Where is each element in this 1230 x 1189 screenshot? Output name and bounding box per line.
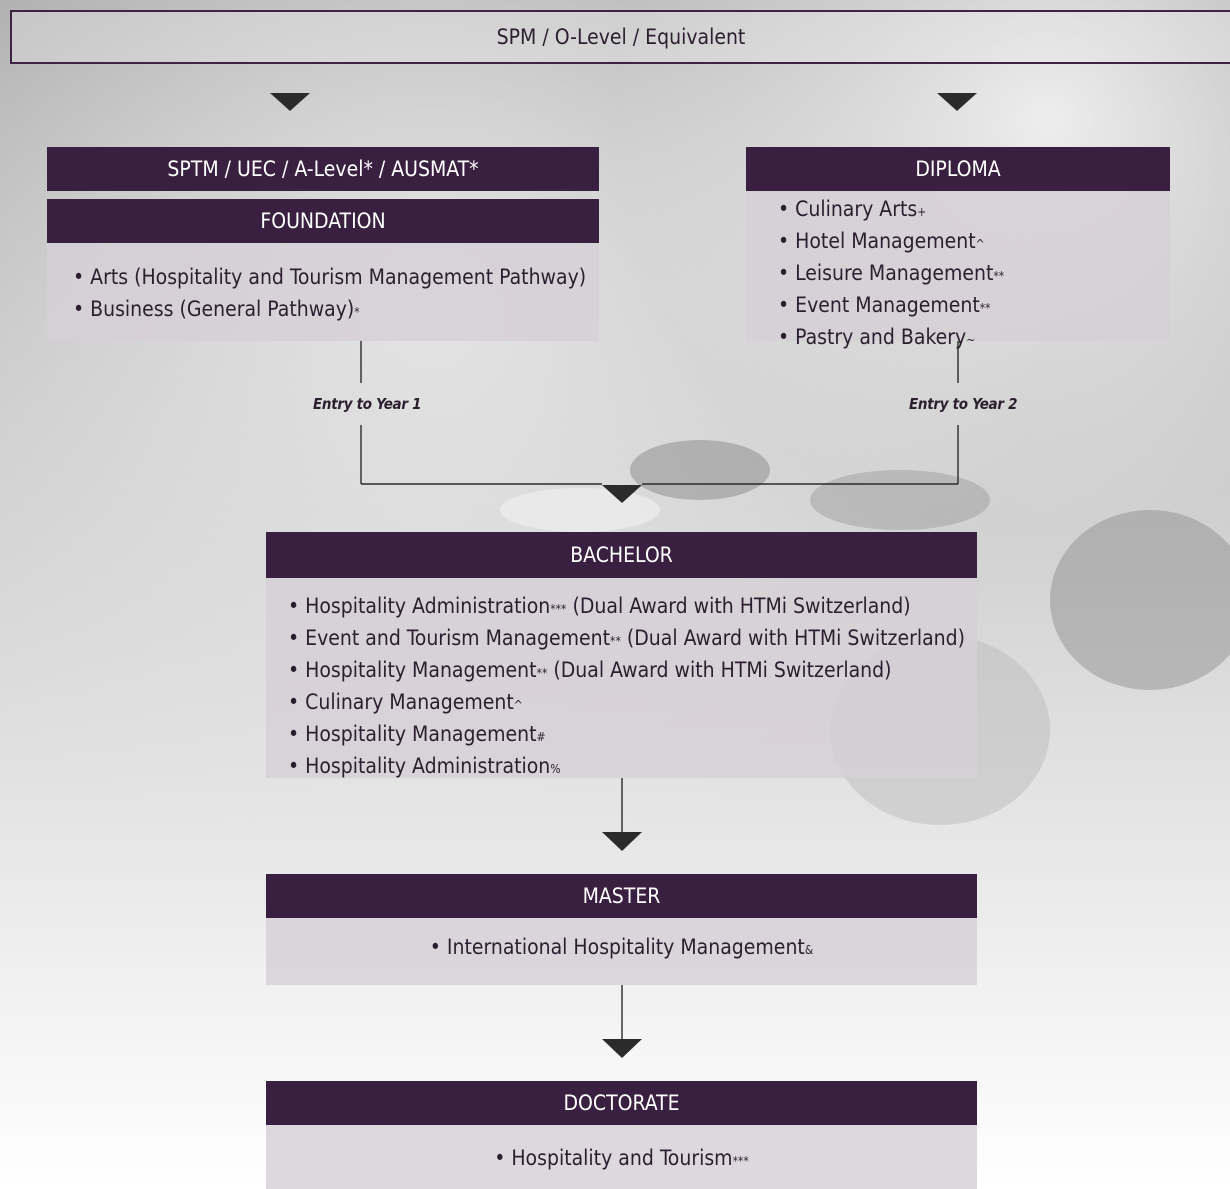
list-item: • Hospitality and Tourism***	[494, 1146, 749, 1170]
list-item: • Business (General Pathway)*	[73, 297, 360, 321]
list-item: • Culinary Management^	[288, 690, 523, 714]
foundation-header: FOUNDATION	[47, 199, 599, 243]
diploma-title: DIPLOMA	[915, 157, 1001, 181]
master-panel: • International Hospitality Management&	[266, 918, 977, 985]
list-item: • Pastry and Bakery~	[778, 325, 976, 349]
bachelor-header: BACHELOR	[266, 532, 977, 578]
list-item: • Hospitality Management** (Dual Award w…	[288, 658, 892, 682]
list-item: • Leisure Management**	[778, 261, 1005, 285]
entry-year-1-label: Entry to Year 1	[313, 395, 422, 413]
list-item: • International Hospitality Management&	[429, 935, 814, 959]
doctorate-header: DOCTORATE	[266, 1081, 977, 1125]
list-item: • Hotel Management^	[778, 229, 985, 253]
list-item: • Hospitality Administration%	[288, 754, 561, 778]
master-header: MASTER	[266, 874, 977, 918]
list-item: • Arts (Hospitality and Tourism Manageme…	[73, 265, 587, 289]
entry-level-bar: SPM / O-Level / Equivalent	[10, 10, 1230, 64]
doctorate-title: DOCTORATE	[563, 1091, 680, 1115]
prerequisite-label: SPTM / UEC / A-Level* / AUSMAT*	[167, 157, 479, 181]
list-item: • Event and Tourism Management** (Dual A…	[288, 626, 966, 650]
list-item: • Culinary Arts+	[778, 197, 927, 221]
prerequisite-header: SPTM / UEC / A-Level* / AUSMAT*	[47, 147, 599, 191]
master-title: MASTER	[582, 884, 661, 908]
doctorate-panel: • Hospitality and Tourism***	[266, 1125, 977, 1189]
diploma-panel: • Culinary Arts+ • Hotel Management^ • L…	[746, 191, 1170, 349]
foundation-panel: • Arts (Hospitality and Tourism Manageme…	[47, 243, 599, 341]
entry-level-label: SPM / O-Level / Equivalent	[496, 25, 746, 49]
bachelor-panel: • Hospitality Administration*** (Dual Aw…	[266, 578, 977, 778]
list-item: • Hospitality Management#	[288, 722, 546, 746]
list-item: • Hospitality Administration*** (Dual Aw…	[288, 594, 911, 618]
diploma-header: DIPLOMA	[746, 147, 1170, 191]
entry-year-2-label: Entry to Year 2	[909, 395, 1018, 413]
list-item: • Event Management**	[778, 293, 991, 317]
foundation-title: FOUNDATION	[260, 209, 386, 233]
bachelor-title: BACHELOR	[570, 543, 673, 567]
